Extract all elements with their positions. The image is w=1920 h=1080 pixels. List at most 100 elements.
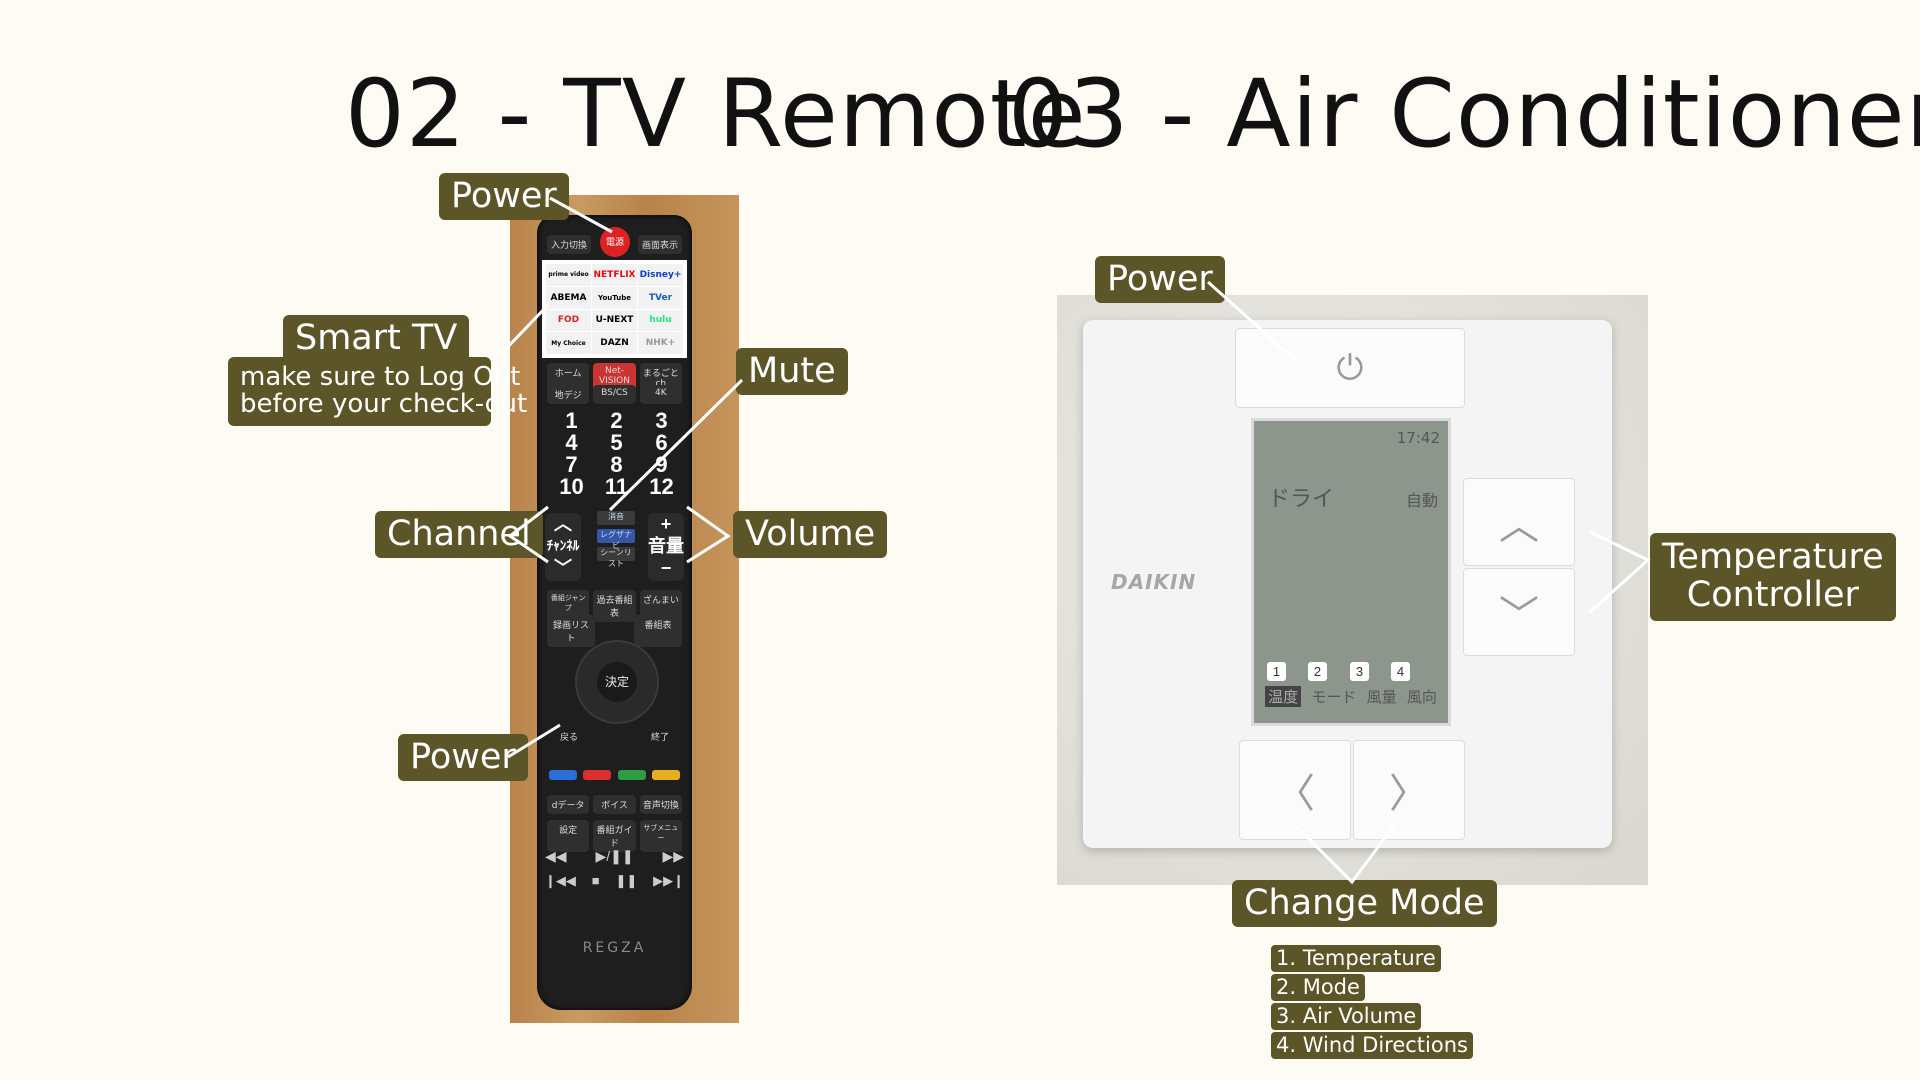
- service-disney: Disney+: [638, 264, 683, 286]
- skip-back-icon: ❙◀◀: [545, 873, 576, 888]
- smart-tv-note-line-2: before your check-out: [240, 389, 528, 420]
- ac-power-button: ⏻: [1235, 328, 1465, 408]
- service-prime-video: prime video: [546, 264, 591, 286]
- number-pad: 1 2 3 4 5 6 7 8 9 10 11 12: [549, 410, 684, 498]
- lcd-menu-air-volume: 風量: [1366, 688, 1397, 706]
- service-unext: U-NEXT: [592, 309, 637, 332]
- input-switch-key: 入力切換: [547, 235, 591, 254]
- tv-power-label: Power: [439, 173, 569, 220]
- data-key: dデータ: [547, 795, 590, 814]
- mute-key: 消音: [597, 511, 635, 525]
- direction-pad: 決定: [575, 640, 659, 724]
- power-icon: ⏻: [1336, 348, 1364, 387]
- tv-remote-image: 入力切換 画面表示 電源 prime video NETFLIX Disney+…: [537, 215, 692, 1010]
- service-dazn: DAZN: [592, 332, 637, 354]
- lcd-menu: 温度 モード 風量 風向: [1260, 686, 1442, 707]
- mute-label: Mute: [736, 348, 848, 395]
- num-key: 6: [655, 430, 668, 455]
- num-key: 2: [610, 408, 623, 433]
- chevron-up-icon: ︿: [554, 514, 572, 534]
- guide-key: 番組ガイド: [593, 820, 636, 852]
- mode-list-item-1: 1. Temperature: [1271, 945, 1441, 972]
- tv-power-bottom-label: Power: [398, 734, 528, 781]
- menu-badge-2: 2: [1308, 662, 1327, 681]
- voice-key: ボイス: [593, 795, 636, 814]
- recording-list-key: 録画リスト: [547, 615, 595, 647]
- num-key: 11: [604, 474, 629, 499]
- chevron-down-icon: ﹀: [554, 558, 572, 578]
- channel-key-label: ﾁｬﾝﾈﾙ: [546, 538, 580, 553]
- channel-label: Channel: [375, 511, 543, 558]
- temperature-controller-line-2: Controller: [1686, 574, 1859, 615]
- menu-badge-1: 1: [1267, 662, 1286, 681]
- ok-key: 決定: [597, 662, 637, 702]
- num-key: 3: [655, 408, 668, 433]
- color-keys: [549, 770, 680, 780]
- daikin-logo: DAIKIN: [1111, 570, 1197, 594]
- lcd-mode-text: ドライ: [1268, 487, 1335, 512]
- temperature-controller-line-1: Temperature: [1662, 537, 1884, 577]
- mode-list-item-2: 2. Mode: [1271, 974, 1365, 1001]
- volume-label: Volume: [733, 511, 888, 558]
- service-fod: FOD: [546, 309, 591, 332]
- submenu-key: サブメニュー: [639, 820, 682, 852]
- smart-tv-note-line-1: make sure to Log Out: [240, 362, 521, 392]
- lcd-auto-text: 自動: [1405, 491, 1438, 510]
- mode-right-button: 〉: [1353, 740, 1465, 840]
- lcd-menu-mode: モード: [1311, 688, 1357, 706]
- service-tver: TVer: [638, 286, 683, 309]
- past-program-key: 過去番組表: [593, 590, 636, 622]
- change-mode-label: Change Mode: [1232, 880, 1497, 927]
- left-arrow-icon: 〈: [1275, 772, 1315, 816]
- bs-cs-key: BS/CS: [593, 385, 636, 404]
- num-key: 4: [565, 430, 578, 455]
- stop-icon: ■: [591, 873, 600, 888]
- num-key: 8: [610, 452, 623, 477]
- center-keys: 消音 レグザナビ シーンリスト: [597, 511, 635, 568]
- play-pause-icon: ▶/❚❚: [595, 848, 634, 864]
- smart-tv-label: Smart TV: [283, 315, 470, 362]
- settings-key: 設定: [547, 820, 590, 852]
- channel-rocker: ︿ ﾁｬﾝﾈﾙ ﹀: [545, 513, 581, 581]
- num-key: 7: [565, 452, 578, 477]
- exit-key: 終了: [650, 733, 669, 743]
- right-arrow-icon: 〉: [1389, 772, 1429, 816]
- ac-power-label: Power: [1095, 256, 1225, 303]
- volume-key-label: 音量: [648, 536, 684, 556]
- tv-remote-title: 02 - TV Remote: [345, 60, 1087, 169]
- fast-forward-icon: ▶▶: [662, 848, 684, 864]
- air-conditioner-title: 03 - Air Conditioner: [1008, 60, 1920, 169]
- power-key: 電源: [600, 227, 630, 257]
- num-key: 1: [565, 408, 578, 433]
- skip-forward-icon: ▶▶❙: [653, 873, 684, 888]
- service-netflix: NETFLIX: [592, 264, 637, 286]
- minus-icon: −: [660, 558, 672, 578]
- green-key: [617, 770, 646, 780]
- mode-list-item-3: 3. Air Volume: [1271, 1003, 1422, 1030]
- terrestrial-key: 地デジ: [547, 385, 590, 404]
- lcd-time: 17:42: [1396, 429, 1440, 447]
- program-guide-key: 番組表: [634, 615, 682, 647]
- menu-badge-3: 3: [1350, 662, 1369, 681]
- plus-icon: +: [660, 514, 672, 534]
- rewind-icon: ◀◀: [545, 848, 567, 864]
- temperature-controller-label: Temperature Controller: [1650, 533, 1896, 621]
- service-nhk-plus: NHK+: [638, 332, 683, 354]
- num-key: 9: [655, 452, 668, 477]
- service-hulu: hulu: [638, 309, 683, 332]
- menu-badge-4: 4: [1391, 662, 1410, 681]
- 4k-key: 4K: [639, 385, 682, 404]
- num-key: 5: [610, 430, 623, 455]
- temperature-up-button: ︿: [1463, 478, 1575, 566]
- lcd-menu-wind-direction: 風向: [1406, 688, 1437, 706]
- pause-icon: ❚❚: [615, 873, 638, 888]
- up-arrow-icon: ︿: [1499, 504, 1539, 548]
- num-key: 12: [649, 474, 674, 499]
- lcd-menu-temperature: 温度: [1265, 686, 1302, 707]
- back-key: 戻る: [559, 733, 578, 743]
- mode-list-item-4: 4. Wind Directions: [1271, 1032, 1473, 1059]
- streaming-services-panel: prime video NETFLIX Disney+ ABEMA YouTub…: [542, 260, 687, 358]
- mode-left-button: 〈: [1239, 740, 1351, 840]
- red-key: [583, 770, 612, 780]
- regza-navi-key: レグザナビ: [597, 529, 635, 550]
